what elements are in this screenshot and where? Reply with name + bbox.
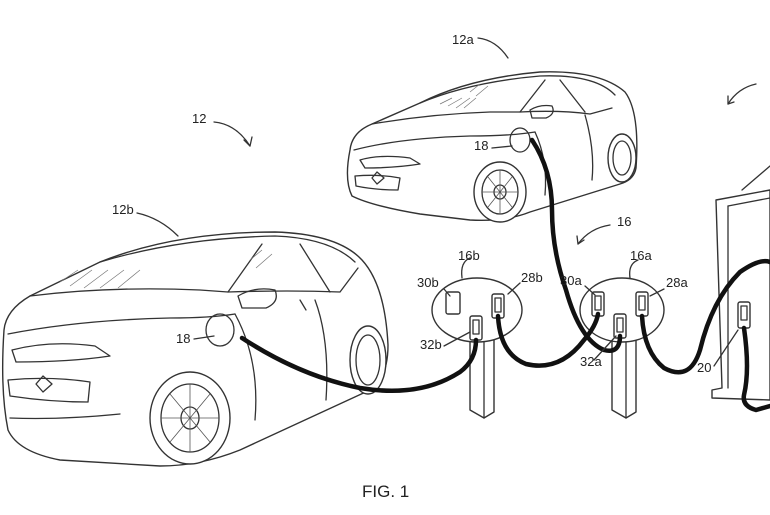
- label-32a: 32a: [580, 354, 602, 369]
- figure-caption: FIG. 1: [362, 482, 409, 501]
- vehicle-12a: [346, 71, 638, 223]
- vehicle-12b: [1, 231, 389, 467]
- label-18-b: 18: [176, 331, 190, 346]
- label-16: 16: [617, 214, 631, 229]
- label-18-a: 18: [474, 138, 488, 153]
- label-30b: 30b: [417, 275, 439, 290]
- label-30a: 30a: [560, 273, 582, 288]
- charging-station-right: [711, 165, 770, 401]
- label-12b: 12b: [112, 202, 134, 217]
- charging-cables: [239, 137, 770, 413]
- label-12: 12: [192, 111, 206, 126]
- label-28a: 28a: [666, 275, 688, 290]
- label-16a: 16a: [630, 248, 652, 263]
- label-20: 20: [697, 360, 711, 375]
- label-16b: 16b: [458, 248, 480, 263]
- label-12a: 12a: [452, 32, 474, 47]
- label-28b: 28b: [521, 270, 543, 285]
- leader-lines: [136, 37, 757, 367]
- label-32b: 32b: [420, 337, 442, 352]
